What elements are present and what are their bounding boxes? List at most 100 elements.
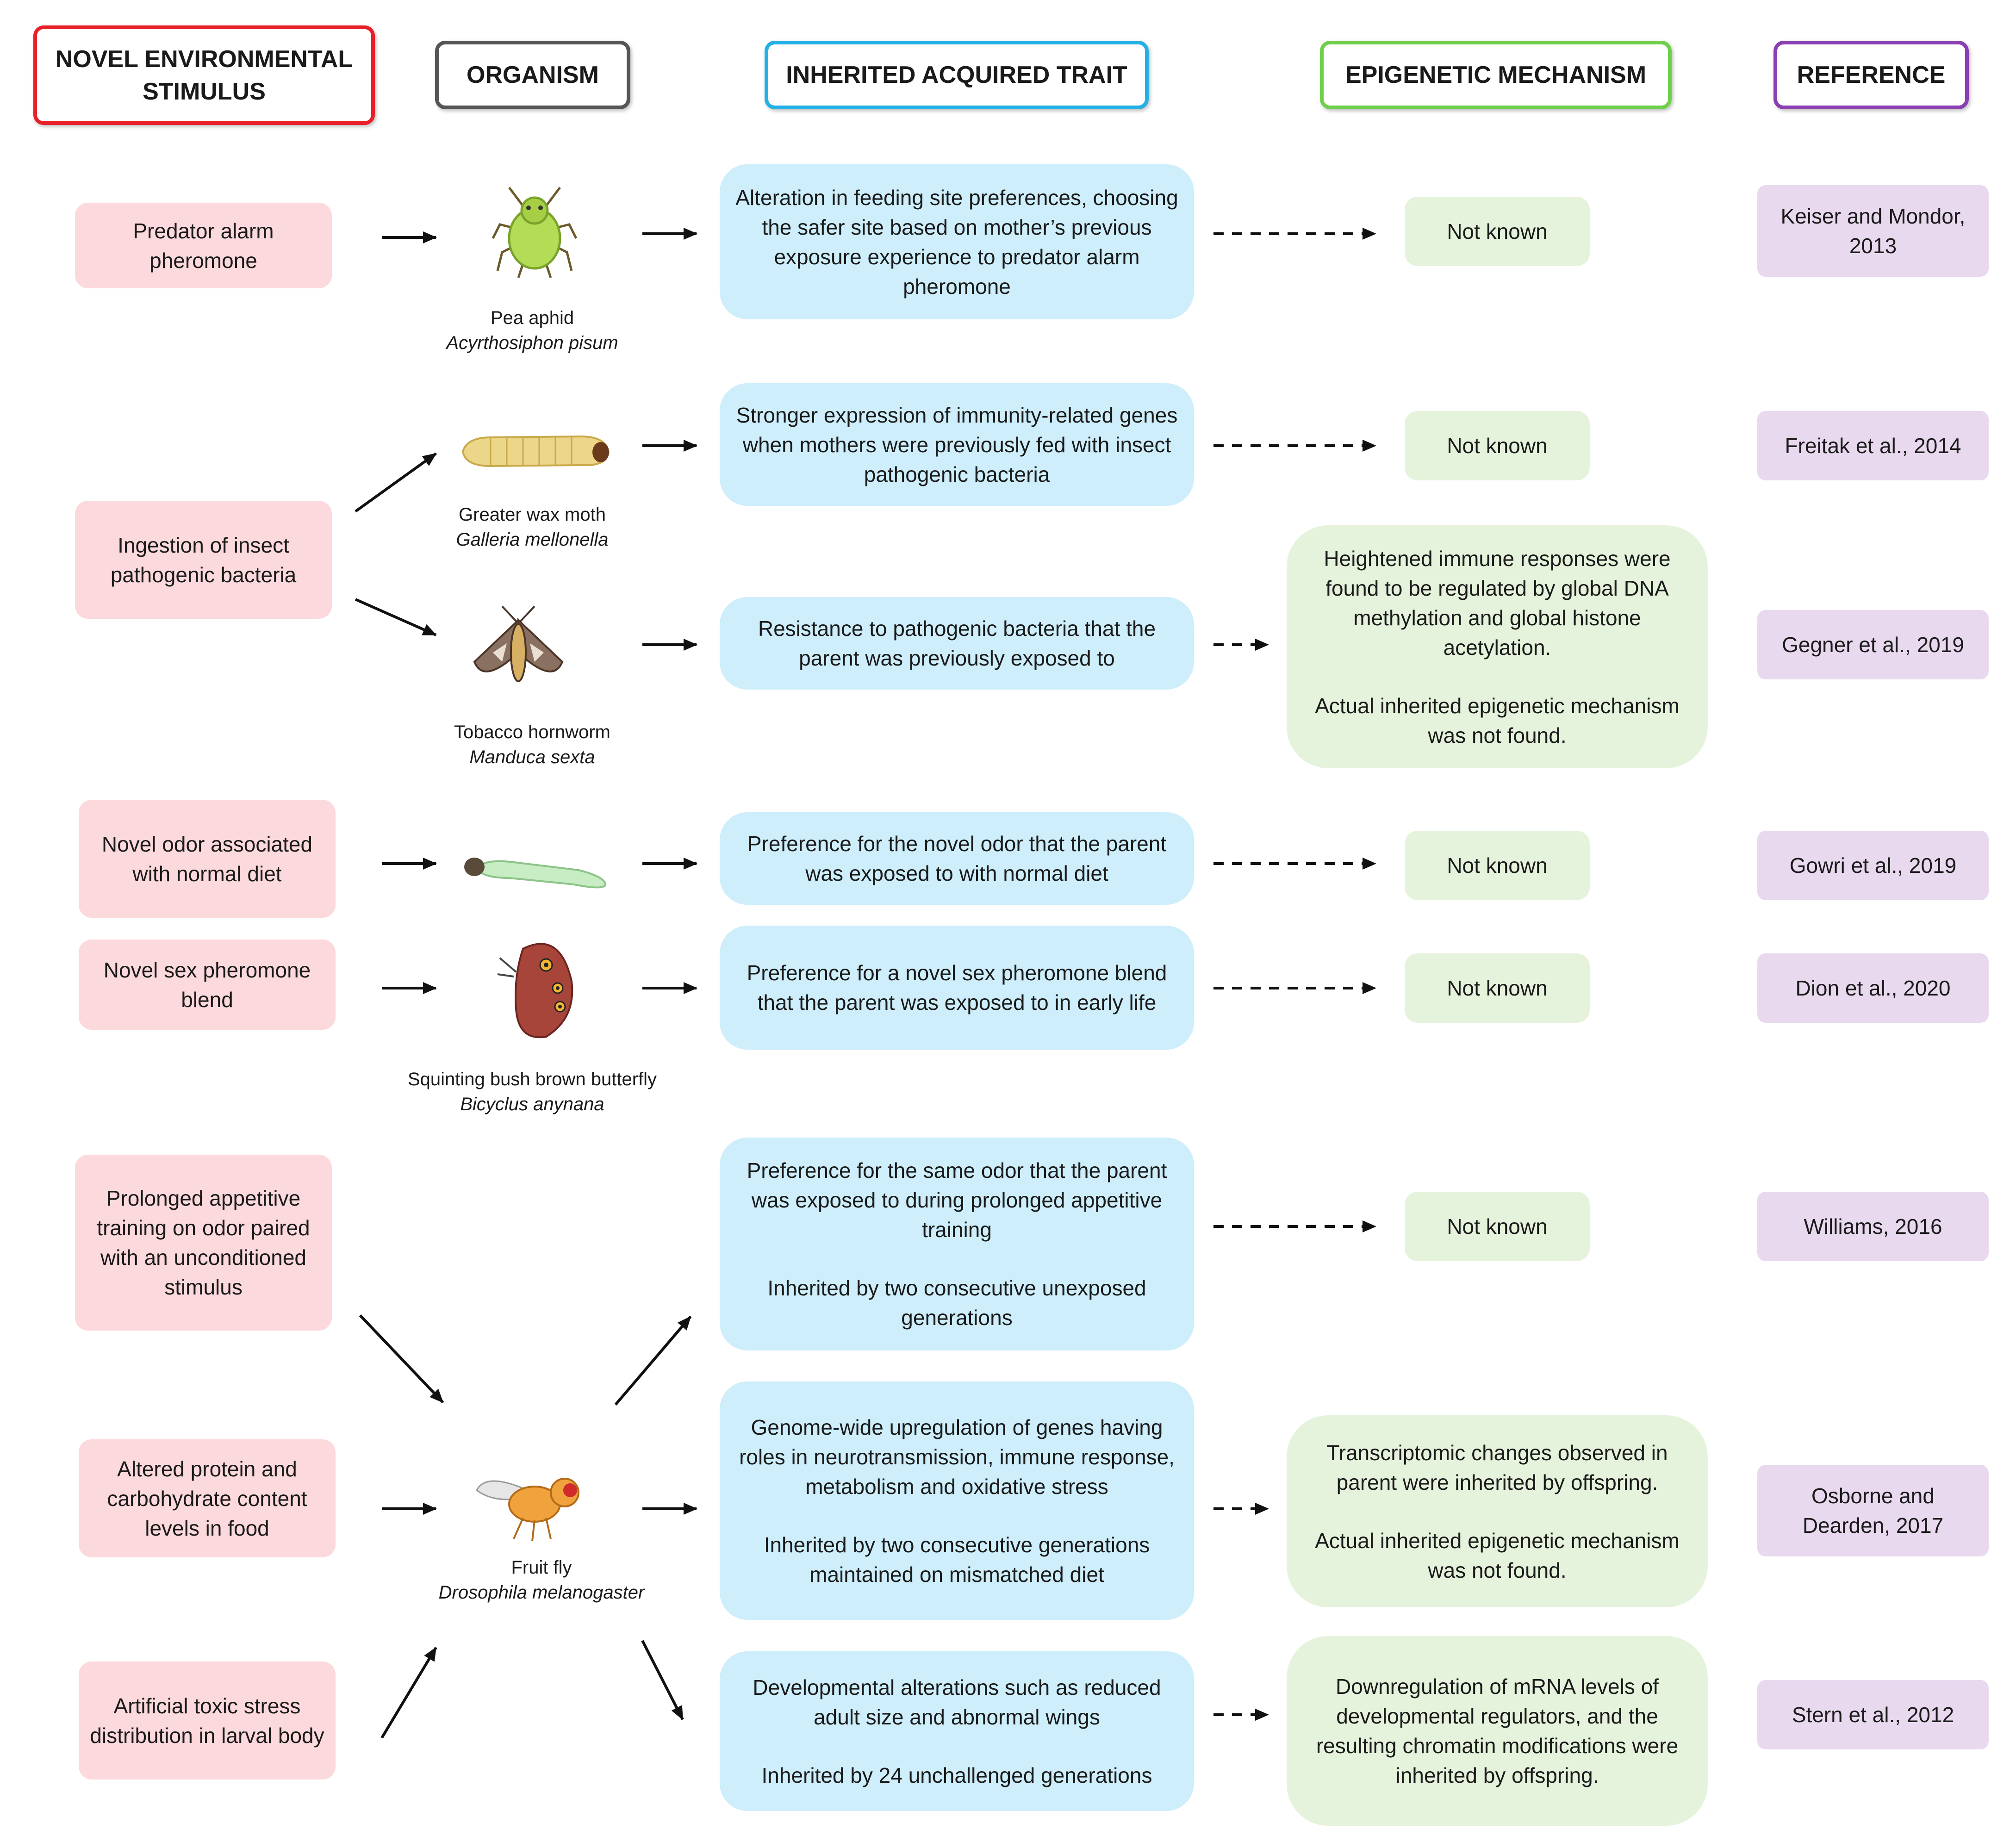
stimulus-box: Novel sex pheromone blend	[79, 940, 336, 1030]
mechanism-text: Not known	[1447, 853, 1548, 877]
mechanism-box: Transcriptomic changes observed in paren…	[1287, 1415, 1708, 1607]
trait-box: Preference for the same odor that the pa…	[720, 1138, 1194, 1350]
butterfly-icon	[497, 943, 573, 1039]
mechanism-box: Not known	[1405, 1192, 1590, 1261]
reference-text: Osborne and Dearden, 2017	[1802, 1484, 1944, 1537]
trait-text: Resistance to pathogenic bacteria that t…	[758, 616, 1156, 670]
organism-label: Tobacco hornworm Manduca sexta	[417, 720, 648, 770]
trait-box: Resistance to pathogenic bacteria that t…	[720, 597, 1194, 690]
organism-scientific-name: Drosophila melanogaster	[438, 1582, 645, 1603]
trait-text: Preference for the same odor that the pa…	[747, 1158, 1167, 1242]
trait-text: Preference for the novel odor that the p…	[747, 832, 1167, 885]
reference-text: Stern et al., 2012	[1792, 1703, 1954, 1727]
arrow-stimulus-organism	[380, 1647, 437, 1739]
aphid-icon	[492, 187, 578, 278]
reference-box: Dion et al., 2020	[1757, 953, 1989, 1023]
stimulus-box: Prolonged appetitive training on odor pa…	[75, 1155, 332, 1331]
reference-box: Gegner et al., 2019	[1757, 610, 1989, 679]
organism-label: Squinting bush brown butterfly Bicyclus …	[370, 1067, 694, 1117]
mechanism-text: Not known	[1447, 434, 1548, 458]
stimulus-text: Altered protein and carbohydrate content…	[107, 1456, 307, 1540]
trait-inheritance-note: Inherited by 24 unchallenged generations	[761, 1763, 1152, 1787]
mechanism-box: Downregulation of mRNA levels of develop…	[1287, 1636, 1708, 1826]
stimulus-text: Artificial toxic stress distribution in …	[90, 1693, 324, 1748]
trait-text: Alteration in feeding site preferences, …	[735, 185, 1178, 299]
mechanism-text: Transcriptomic changes observed in paren…	[1326, 1440, 1668, 1494]
stimulus-box: Predator alarm pheromone	[75, 203, 332, 288]
stimulus-text: Predator alarm pheromone	[133, 218, 274, 273]
mechanism-box: Not known	[1405, 831, 1590, 900]
reference-box: Gowri et al., 2019	[1757, 831, 1989, 900]
mechanism-box: Heightened immune responses were found t…	[1287, 525, 1708, 768]
stimulus-text: Novel odor associated with normal diet	[101, 832, 313, 886]
stimulus-text: Novel sex pheromone blend	[103, 958, 311, 1012]
organism-common-name: Squinting bush brown butterfly	[407, 1069, 657, 1089]
organism-label: Fruit fly Drosophila melanogaster	[407, 1555, 676, 1605]
trait-box: Genome-wide upregulation of genes having…	[720, 1381, 1194, 1620]
reference-text: Gowri et al., 2019	[1789, 853, 1957, 877]
reference-box: Freitak et al., 2014	[1757, 411, 1989, 480]
mechanism-box: Not known	[1405, 197, 1590, 266]
organism-common-name: Fruit fly	[511, 1557, 572, 1578]
stimulus-text: Ingestion of insect pathogenic bacteria	[110, 533, 297, 587]
caterpillar-icon	[464, 858, 606, 889]
arrow-stimulus-organism	[355, 452, 437, 513]
arrow-stimulus-organism	[355, 598, 437, 636]
trait-inheritance-note: Inherited by two consecutive unexposed g…	[767, 1276, 1146, 1330]
hawk-moth-icon	[473, 605, 564, 682]
trait-box: Developmental alterations such as reduce…	[720, 1651, 1194, 1811]
stimulus-box: Ingestion of insect pathogenic bacteria	[75, 501, 332, 619]
trait-text: Preference for a novel sex pheromone ble…	[747, 961, 1167, 1014]
mechanism-box: Not known	[1405, 953, 1590, 1023]
arrow-organism-trait	[641, 1640, 684, 1720]
reference-text: Dion et al., 2020	[1795, 976, 1951, 1000]
stimulus-box: Altered protein and carbohydrate content…	[79, 1439, 336, 1557]
trait-inheritance-note: Inherited by two consecutive generations…	[764, 1532, 1150, 1587]
reference-box: Stern et al., 2012	[1757, 1680, 1989, 1749]
mechanism-box: Not known	[1405, 411, 1590, 480]
mechanism-text: Heightened immune responses were found t…	[1324, 546, 1671, 660]
reference-box: Williams, 2016	[1757, 1192, 1989, 1261]
trait-box: Alteration in feeding site preferences, …	[720, 164, 1194, 319]
wax-moth-larva-icon	[461, 435, 610, 467]
mechanism-note: Actual inherited epigenetic mechanism wa…	[1315, 1528, 1680, 1582]
mechanism-text: Not known	[1447, 1214, 1548, 1238]
trait-box: Preference for the novel odor that the p…	[720, 812, 1194, 905]
organism-label: Greater wax moth Galleria mellonella	[417, 502, 648, 552]
header-stimulus: NOVEL ENVIRONMENTAL STIMULUS	[33, 25, 375, 125]
organism-scientific-name: Bicyclus anynana	[460, 1094, 604, 1114]
reference-text: Keiser and Mondor, 2013	[1780, 204, 1966, 258]
mechanism-text: Not known	[1447, 219, 1548, 243]
organism-common-name: Greater wax moth	[459, 504, 606, 525]
stimulus-text: Prolonged appetitive training on odor pa…	[97, 1186, 310, 1299]
organism-scientific-name: Manduca sexta	[469, 747, 595, 767]
reference-box: Keiser and Mondor, 2013	[1757, 185, 1989, 277]
trait-text: Genome-wide upregulation of genes having…	[739, 1415, 1175, 1499]
organism-label: Pea aphid Acyrthosiphon pisum	[417, 305, 648, 355]
organism-scientific-name: Acyrthosiphon pisum	[446, 333, 618, 353]
header-reference: REFERENCE	[1773, 41, 1969, 109]
trait-box: Stronger expression of immunity-related …	[720, 383, 1194, 506]
organism-scientific-name: Galleria mellonella	[456, 529, 609, 550]
mechanism-text: Not known	[1447, 976, 1548, 1000]
header-mechanism: EPIGENETIC MECHANISM	[1320, 41, 1672, 109]
mechanism-text: Downregulation of mRNA levels of develop…	[1316, 1674, 1679, 1787]
reference-text: Freitak et al., 2014	[1785, 434, 1961, 458]
header-trait: INHERITED ACQUIRED TRAIT	[765, 41, 1149, 109]
header-organism: ORGANISM	[435, 41, 630, 109]
stimulus-box: Artificial toxic stress distribution in …	[79, 1661, 336, 1780]
organism-common-name: Tobacco hornworm	[454, 722, 610, 742]
reference-text: Gegner et al., 2019	[1782, 633, 1964, 657]
organism-common-name: Pea aphid	[490, 308, 574, 328]
trait-box: Preference for a novel sex pheromone ble…	[720, 926, 1194, 1050]
trait-text: Stronger expression of immunity-related …	[736, 403, 1178, 486]
stimulus-box: Novel odor associated with normal diet	[79, 800, 336, 918]
trait-text: Developmental alterations such as reduce…	[753, 1675, 1161, 1729]
reference-text: Williams, 2016	[1804, 1214, 1942, 1238]
arrow-organism-trait	[614, 1316, 692, 1406]
reference-box: Osborne and Dearden, 2017	[1757, 1465, 1989, 1556]
mechanism-note: Actual inherited epigenetic mechanism wa…	[1315, 693, 1680, 747]
arrow-stimulus-organism	[359, 1314, 444, 1404]
